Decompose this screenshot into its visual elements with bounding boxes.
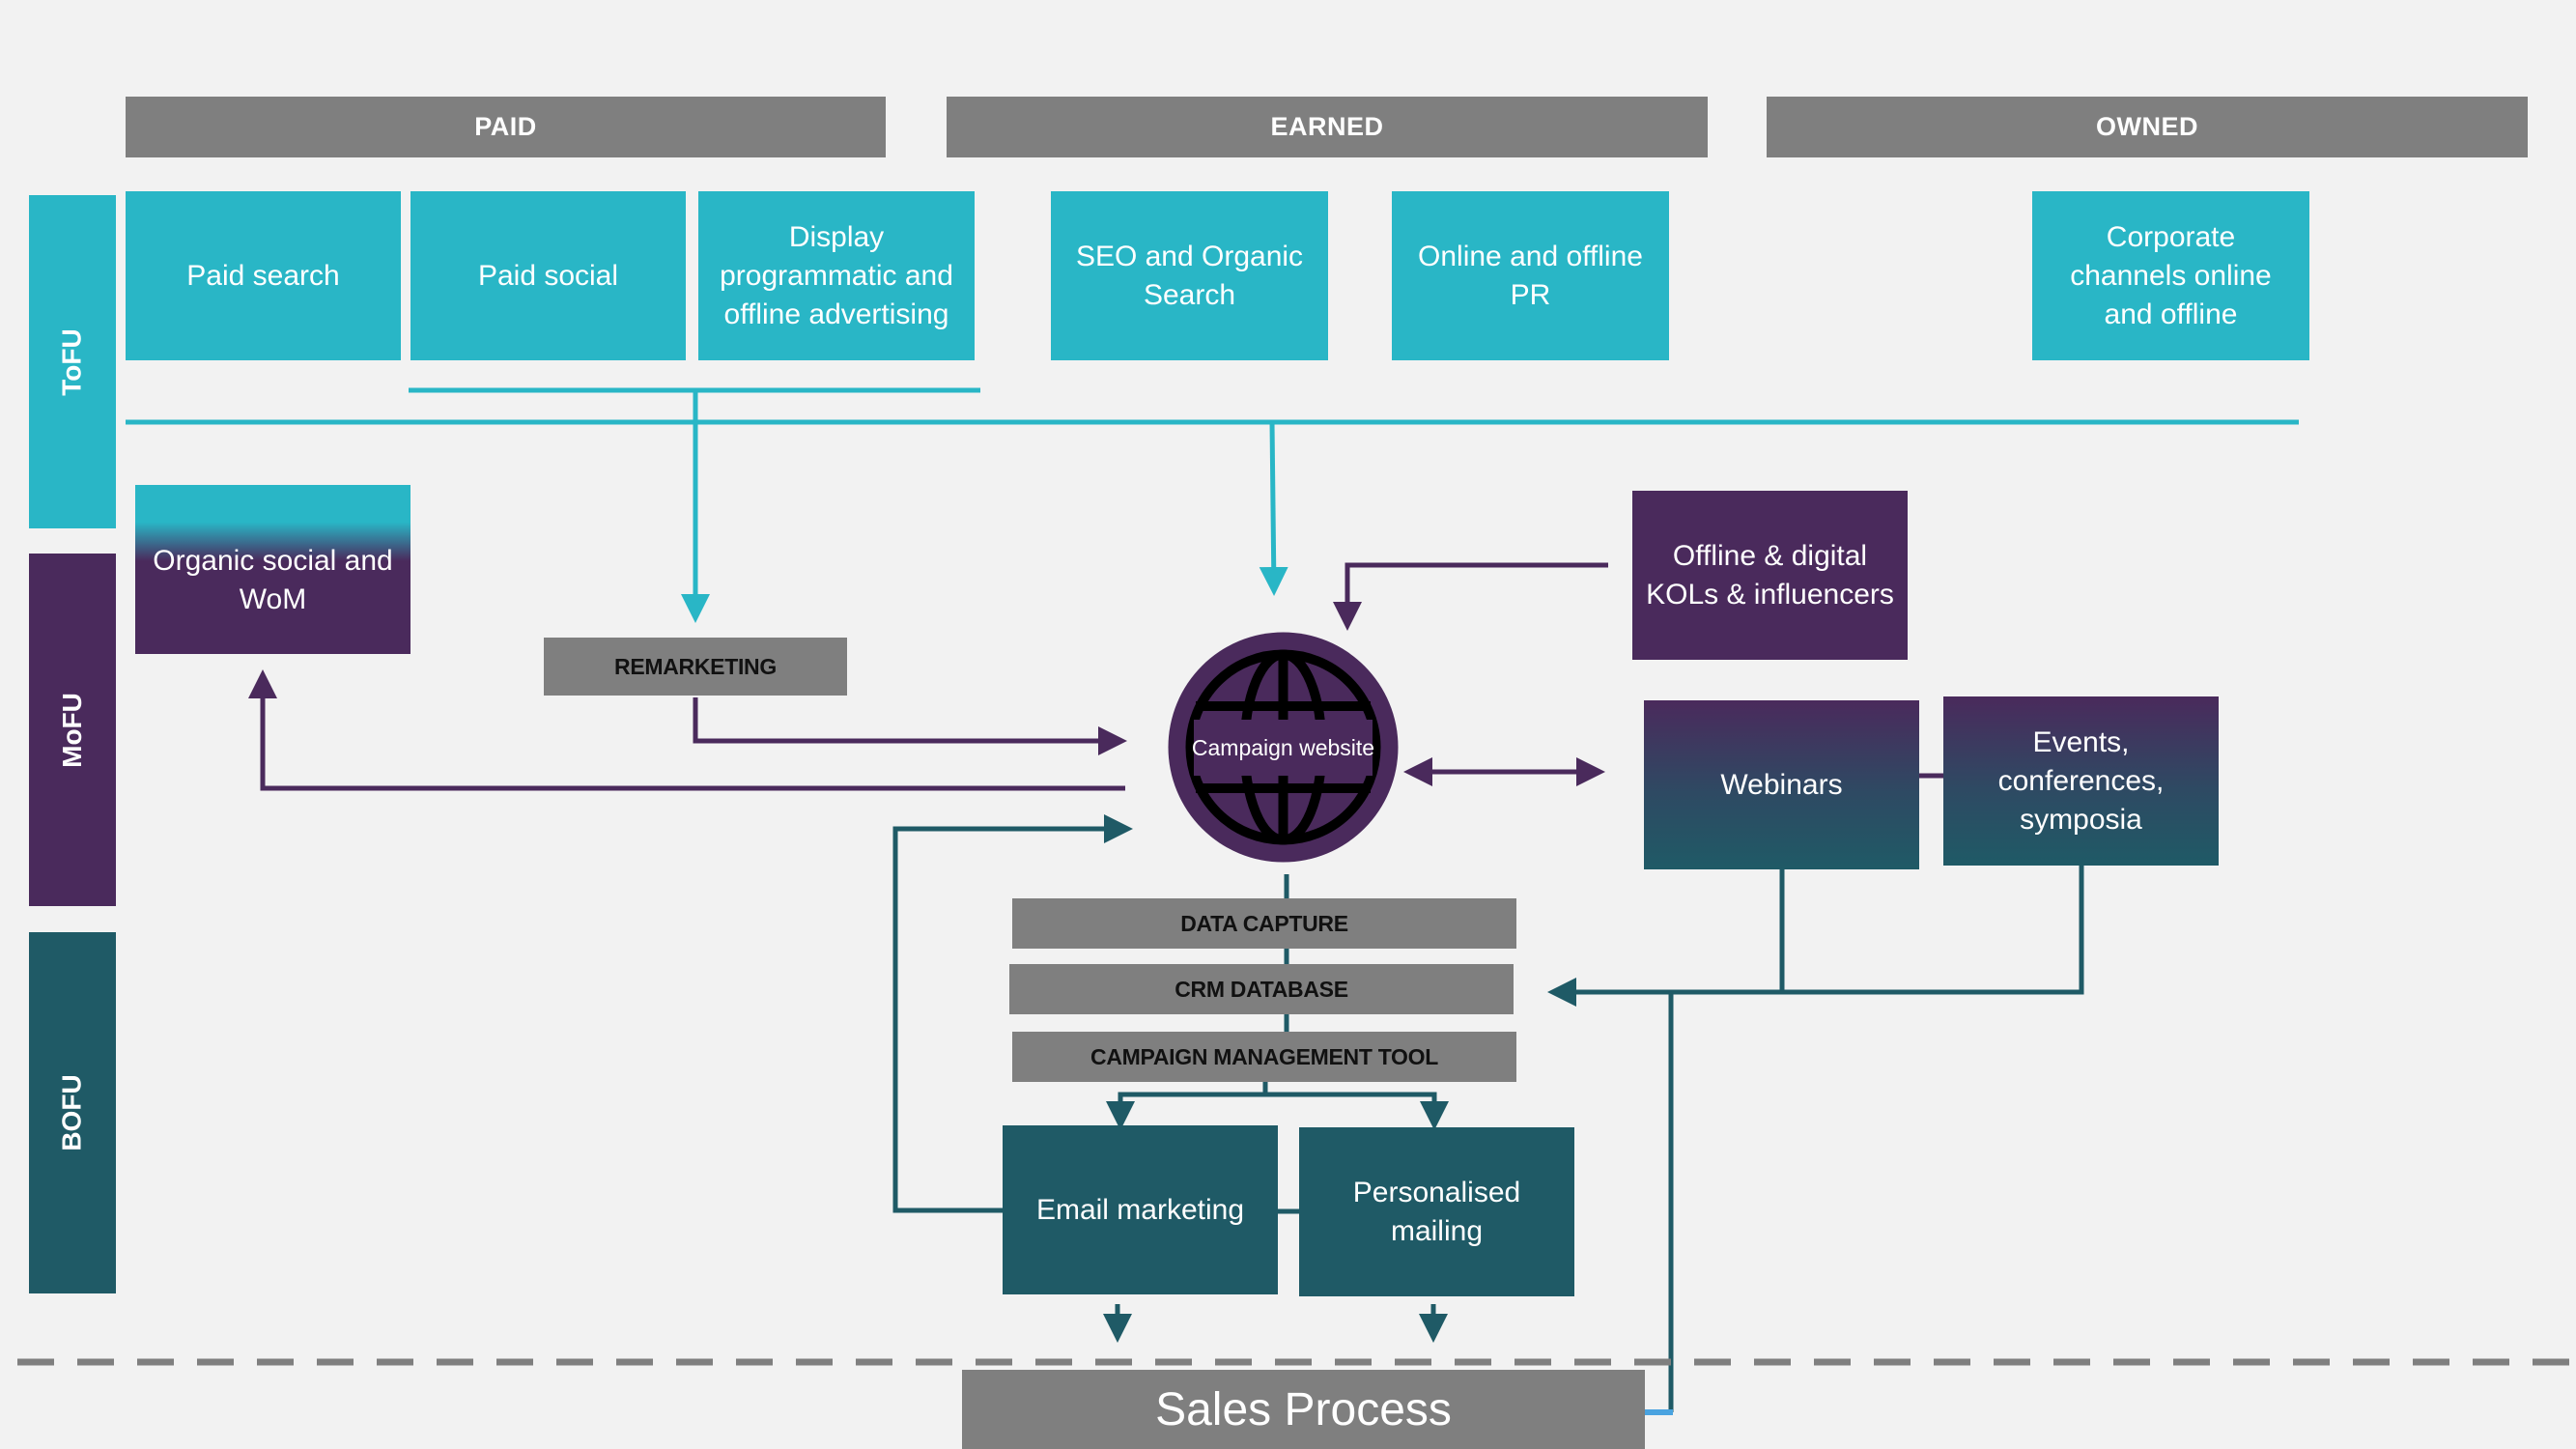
data-capture-bar: DATA CAPTURE	[1012, 898, 1516, 949]
globe-icon	[1168, 632, 1399, 863]
remarketing-to-website-arrow	[693, 697, 1127, 755]
remarketing-bar: REMARKETING	[544, 638, 847, 696]
kols-influencers-box: Offline & digital KOLs & influencers	[1632, 491, 1908, 660]
crm-database-bar: CRM DATABASE	[1009, 964, 1514, 1014]
tofu-to-website-arrow	[1259, 421, 1288, 596]
header-paid: PAID	[126, 97, 886, 157]
paid-social-box: Paid social	[410, 191, 686, 360]
header-owned: OWNED	[1767, 97, 2528, 157]
organic-social-box: Organic social and WoM	[135, 485, 410, 654]
events-to-crm-arrow	[1547, 867, 1785, 1007]
webinars-box: Webinars	[1644, 700, 1919, 869]
stage-mofu: MoFU	[29, 554, 116, 906]
events-conferences-box: Events, conferences, symposia	[1943, 696, 2219, 866]
corporate-channels-box: Corporate channels online and offline	[2032, 191, 2309, 360]
stage-tofu: ToFU	[29, 195, 116, 528]
email-to-website-arrow	[892, 814, 1133, 1213]
personalised-mailing-box: Personalised mailing	[1299, 1127, 1574, 1296]
paid-search-box: Paid search	[126, 191, 401, 360]
tofu-connectors	[126, 387, 2299, 623]
campaign-website: Campaign website	[1167, 631, 1400, 864]
email-marketing-box: Email marketing	[1003, 1125, 1278, 1294]
stage-tofu-label: ToFU	[56, 327, 87, 396]
bofu-connectors	[892, 814, 2084, 1412]
website-to-organic-arrow	[248, 669, 1125, 791]
campaign-management-tool-bar: CAMPAIGN MANAGEMENT TOOL	[1012, 1032, 1516, 1082]
header-earned: EARNED	[947, 97, 1708, 157]
online-offline-pr-box: Online and offline PR	[1392, 191, 1669, 360]
stage-bofu-label: BOFU	[56, 1074, 87, 1151]
kols-to-website-arrow	[1333, 562, 1608, 631]
display-advertising-box: Display programmatic and offline adverti…	[698, 191, 975, 360]
stage-bofu: BOFU	[29, 932, 116, 1293]
events-link-line	[1782, 866, 2084, 995]
tool-to-email-arrow	[1106, 1082, 1268, 1130]
tool-to-mailing-arrow	[1265, 1092, 1449, 1130]
sales-process-box: Sales Process	[962, 1370, 1645, 1449]
mofu-connectors	[248, 562, 1943, 791]
stage-mofu-label: MoFU	[56, 692, 87, 768]
seo-organic-box: SEO and Organic Search	[1051, 191, 1328, 360]
